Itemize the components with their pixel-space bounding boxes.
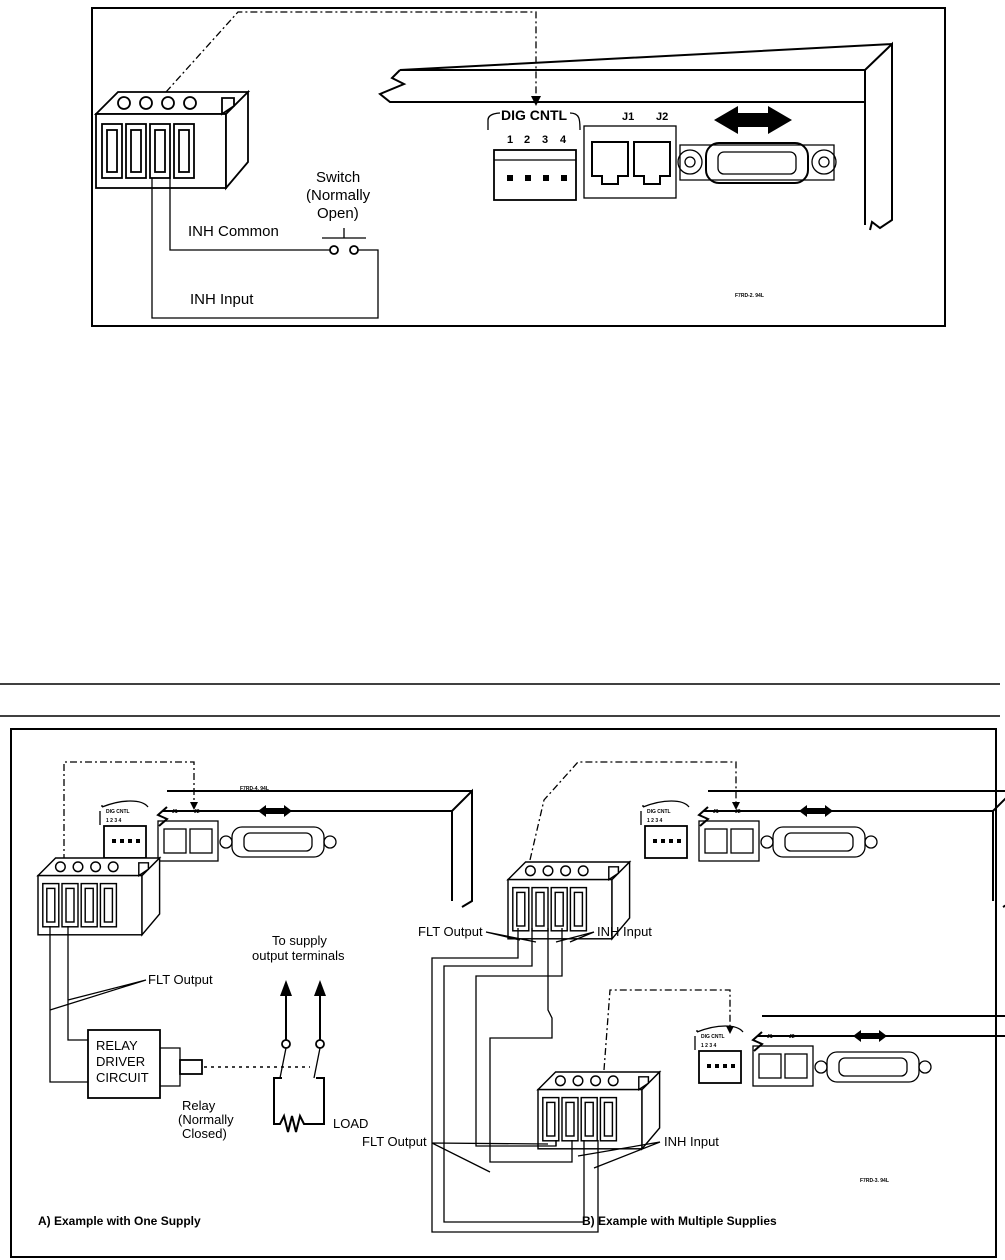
pin-3-label: 3 (542, 134, 548, 146)
rear-panel-outline (378, 41, 893, 231)
jack-j1 (591, 141, 629, 185)
bidirectional-arrow-icon (714, 106, 792, 134)
pin-numbers: 1 2 3 4 (507, 134, 567, 146)
caption-a: A) Example with One Supply (38, 1214, 201, 1228)
inh-common-label: INH Common (188, 223, 279, 240)
relay-label-line3: Closed) (182, 1126, 227, 1141)
arrow-up-right-icon (314, 980, 326, 996)
inh-input-wire (151, 178, 379, 319)
harness-wires (431, 928, 599, 1233)
figure-2-frame (10, 728, 997, 1258)
flt-output-label-a: FLT Output (148, 972, 213, 987)
flt-wire-a1 (49, 926, 88, 1083)
pin-4-label: 4 (560, 134, 567, 146)
relay-label-line2: (Normally (178, 1112, 234, 1127)
to-supply-line2: output terminals (252, 948, 345, 963)
leader-line-1 (165, 11, 537, 100)
terminal-plug-a (37, 857, 161, 936)
pin-1-label: 1 (507, 134, 513, 146)
terminal-plug-1 (95, 91, 249, 189)
example-b-multiple-supplies: FLT Output INH Input FLT Output INH Inpu… (362, 761, 1005, 1233)
terminal-plug-b2 (537, 1071, 661, 1150)
load-label: LOAD (333, 1116, 368, 1131)
to-supply-line1: To supply (272, 933, 327, 948)
gpib-connector (677, 142, 837, 184)
caption-b: B) Example with Multiple Supplies (582, 1214, 777, 1228)
relay-driver-line3: CIRCUIT (96, 1070, 149, 1085)
switch-actuator (322, 228, 366, 239)
figure-1-frame (91, 7, 946, 327)
switch-label-line2: (Normally (306, 187, 371, 204)
inh-input-label: INH Input (190, 291, 254, 308)
leader-line-b1 (529, 761, 737, 861)
flt-pointer-a (49, 979, 147, 1011)
jack-j2 (633, 141, 671, 185)
switch-label-line1: Switch (316, 169, 360, 186)
leader-line-b2 (603, 989, 731, 1071)
switch-label-line3: Open) (317, 205, 359, 222)
leader-line-a (63, 761, 195, 876)
figure-2-fault-examples: F7RD-4. 94L FLT Output RELAY DRIVER CIRC… (10, 728, 1005, 1258)
rear-panel-b1 (640, 790, 1005, 908)
inh-input-label-b-bottom: INH Input (664, 1134, 719, 1149)
switch-contact-left (329, 245, 339, 255)
inh-input-label-b-top: INH Input (597, 924, 652, 939)
dig-cntl-label: DIG CNTL (501, 107, 568, 123)
example-a-one-supply: F7RD-4. 94L FLT Output RELAY DRIVER CIRC… (37, 761, 473, 1228)
figure-1-code: F7RD-2. 94L (735, 293, 764, 299)
flt-output-label-b-bottom: FLT Output (362, 1134, 427, 1149)
figure-1-inhibit-switch: DIG CNTL 1 2 3 4 J1 J2 (91, 7, 946, 327)
rear-panel-b2 (694, 1015, 1005, 1133)
jack-housing (583, 125, 677, 199)
flt-wire-a2 (67, 926, 88, 1041)
pin-2-label: 2 (524, 134, 530, 146)
figure-2-code: F7RD-3. 94L (860, 1178, 889, 1184)
flt-output-label-b-top: FLT Output (418, 924, 483, 939)
arrow-up-left-icon (280, 980, 292, 996)
relay-driver-line1: RELAY (96, 1038, 138, 1053)
panel-a-code: F7RD-4. 94L (240, 786, 269, 792)
j1-label: J1 (622, 111, 634, 123)
switch-contact-right (349, 245, 359, 255)
load-loop (273, 1077, 325, 1133)
relay-driver-box (87, 1029, 161, 1099)
relay-coil (179, 1059, 203, 1075)
relay-driver-line2: DRIVER (96, 1054, 145, 1069)
j2-label: J2 (656, 111, 668, 123)
inh-common-wire (169, 178, 330, 251)
relay-label-line1: Relay (182, 1098, 216, 1113)
